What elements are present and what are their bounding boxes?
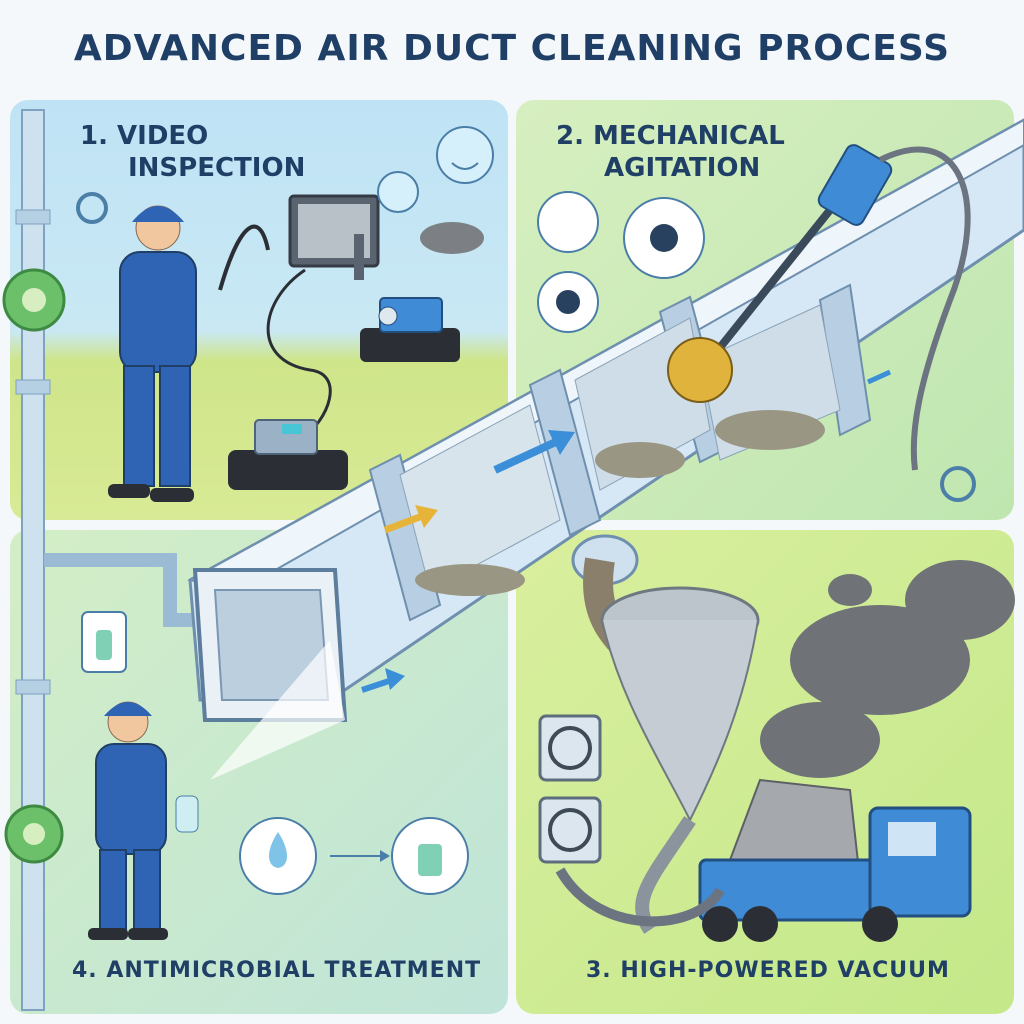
vacuum-hose xyxy=(555,867,725,927)
rotating-brush-icon xyxy=(623,197,705,279)
page-title: ADVANCED AIR DUCT CLEANING PROCESS xyxy=(73,28,951,69)
step-2-line1: MECHANICAL xyxy=(593,121,785,151)
agitation-tool xyxy=(667,144,971,471)
step-1-number: 1. xyxy=(80,121,108,151)
dust-cloud xyxy=(420,222,484,254)
disinfectant-icon xyxy=(391,817,469,895)
technician-4 xyxy=(88,701,199,940)
step-3-label: 3. HIGH-POWERED VACUUM xyxy=(586,958,950,983)
inspection-robot xyxy=(228,419,348,490)
smiley-icon xyxy=(436,126,494,184)
exhaust-smoke xyxy=(760,560,1015,778)
smiley-icon xyxy=(377,171,419,213)
inspection-monitor xyxy=(288,194,380,280)
brush-head-icon xyxy=(537,271,599,333)
step-2-number: 2. xyxy=(556,121,584,151)
step-1-line2: INSPECTION xyxy=(128,153,306,183)
vacuum-truck xyxy=(698,778,972,942)
gear-icon xyxy=(4,804,64,864)
gear-icon xyxy=(76,192,108,224)
exhaust-fan-icon xyxy=(538,796,602,864)
spray-mist xyxy=(210,640,345,780)
spray-bottle-icon xyxy=(81,611,127,673)
technician-1 xyxy=(108,205,197,502)
gear-icon xyxy=(2,268,66,332)
brush-icon xyxy=(537,191,599,253)
exhaust-fan-icon xyxy=(538,714,602,782)
left-pipe xyxy=(15,109,200,1011)
step-2-line2: AGITATION xyxy=(604,153,761,183)
step-1-line1: VIDEO xyxy=(117,121,209,151)
step-2-heading: 2. MECHANICAL AGITATION xyxy=(556,120,785,184)
step-4-label: 4. ANTIMICROBIAL TREATMENT xyxy=(72,958,482,983)
water-drop-icon xyxy=(239,817,317,895)
step-1-heading: 1. VIDEO INSPECTION xyxy=(80,120,305,184)
gear-icon xyxy=(940,466,976,502)
arrow-head xyxy=(380,850,390,862)
inspection-robot xyxy=(360,297,460,362)
